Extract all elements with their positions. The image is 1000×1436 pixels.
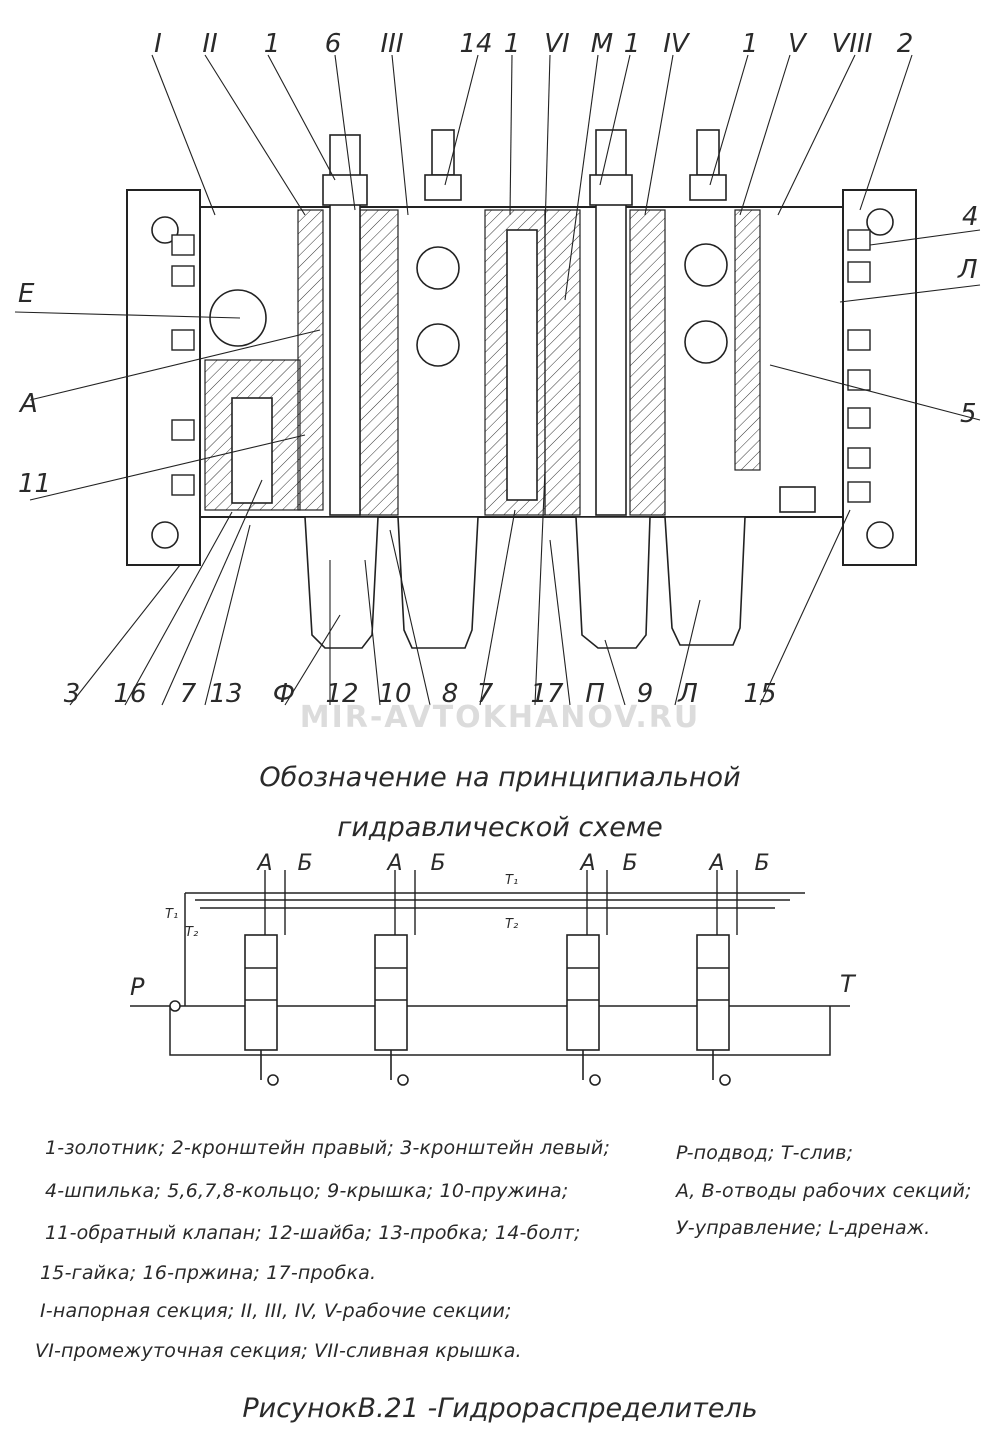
legend-left-4: I-напорная секция; II, III, IV, V-рабочи…	[40, 1300, 512, 1322]
valve-body	[199, 206, 844, 518]
label-T2a: T₂	[185, 925, 198, 940]
callout-bottom-7: 8	[442, 679, 459, 709]
callout-bottom-11: 9	[637, 679, 654, 709]
hatched-sections	[204, 209, 761, 516]
label-T2b: T₂	[505, 917, 518, 932]
callout-top-7: VI	[544, 29, 569, 59]
legend-right-0: P-подвод; Т-слив;	[676, 1142, 854, 1164]
schematic-title-line1: Обозначение на принципиальной	[259, 762, 741, 793]
port-label-B3: Б	[622, 851, 637, 876]
callout-top-5: 14	[459, 29, 492, 59]
callout-E: E	[18, 279, 35, 309]
hydraulic-distributor-drawing: I II 1 6 III 14 1 VI M 1 IV 1 V VIII 2 E…	[14, 29, 981, 709]
callout-L: Л	[957, 255, 978, 285]
callout-bottom-8: 7	[477, 679, 494, 709]
legend-left-0: 1-золотник; 2-кронштейн правый; 3-кроншт…	[45, 1137, 611, 1159]
schematic-lines	[130, 892, 850, 1056]
hydraulic-schematic: А Б А Б А Б А Б P T T₁ T₂ T₁ T₂	[130, 851, 857, 1086]
callout-top-3: 6	[325, 29, 342, 59]
callout-11: 11	[18, 469, 51, 499]
port-label-A1: А	[255, 851, 272, 876]
valve-section-2	[374, 934, 409, 1086]
label-P: P	[130, 973, 145, 1001]
callout-top-6: 1	[504, 29, 521, 59]
callout-bottom-0: 3	[64, 679, 81, 709]
legend-left-5: VI-промежуточная секция; VII-сливная кры…	[35, 1340, 522, 1362]
legend-left-1: 4-шпилька; 5,6,7,8-кольцо; 9-крышка; 10-…	[45, 1180, 569, 1202]
port-label-B1: Б	[297, 851, 312, 876]
valve-section-1	[244, 934, 279, 1086]
callout-top-11: 1	[742, 29, 759, 59]
port-label-B4: Б	[754, 851, 769, 876]
valve-section-3	[566, 934, 601, 1086]
label-T1b: T₁	[505, 873, 518, 888]
callout-top-10: IV	[663, 29, 691, 59]
port-label-A3: А	[578, 851, 595, 876]
callout-bottom-1: 16	[113, 679, 146, 709]
label-T: T	[840, 970, 857, 998]
legend-right-2: У-управление; L-дренаж.	[676, 1217, 931, 1239]
callout-bottom-5: 12	[325, 679, 358, 709]
port-stems	[264, 870, 738, 935]
callout-top-2: 1	[264, 29, 281, 59]
callout-bottom-10: П	[585, 679, 605, 709]
callout-top-9: 1	[624, 29, 641, 59]
port-label-A2: А	[385, 851, 402, 876]
callout-top-12: V	[788, 29, 808, 59]
spools	[322, 129, 727, 516]
callout-top-13: VIII	[832, 29, 873, 59]
callout-bottom-6: 10	[378, 679, 411, 709]
section-bores	[209, 243, 728, 367]
leader-lines	[14, 54, 981, 706]
callout-bottom-12: Л	[677, 679, 698, 709]
port-label-A4: А	[707, 851, 724, 876]
legend-right-1: А, В-отводы рабочих секций;	[676, 1180, 972, 1202]
figure-caption: РисунокВ.21 -Гидрораспределитель	[242, 1393, 758, 1424]
callout-top-8: M	[591, 29, 613, 59]
callout-bottom-9: 17	[530, 679, 564, 709]
callout-bottom-13: 15	[743, 679, 776, 709]
callout-bottom-3: 13	[209, 679, 242, 709]
callout-top-1: II	[202, 29, 217, 59]
legend-left-3: 15-гайка; 16-пржина; 17-пробка.	[40, 1262, 377, 1284]
watermark: MIR-AVTOKHANOV.RU	[299, 700, 701, 735]
stud-nuts-left	[171, 234, 195, 496]
bottom-covers	[304, 486, 816, 649]
callout-top-0: I	[154, 29, 162, 59]
port-label-B2: Б	[430, 851, 445, 876]
callout-top-4: III	[380, 29, 403, 59]
callout-top-14: 2	[897, 29, 914, 59]
valve-section-4	[696, 934, 731, 1086]
callout-4: 4	[962, 202, 979, 232]
legend-left-2: 11-обратный клапан; 12-шайба; 13-пробка;…	[45, 1222, 581, 1244]
schematic-title-line2: гидравлической схеме	[337, 812, 663, 843]
bracket-holes	[151, 208, 894, 549]
callout-bottom-2: 7	[180, 679, 197, 709]
stud-nuts-right	[847, 229, 871, 503]
callout-5: 5	[960, 399, 977, 429]
callout-A: A	[18, 389, 38, 419]
label-T1a: T₁	[165, 907, 178, 922]
callout-bottom-4: Ф	[273, 679, 295, 709]
pressure-port	[169, 1000, 181, 1012]
